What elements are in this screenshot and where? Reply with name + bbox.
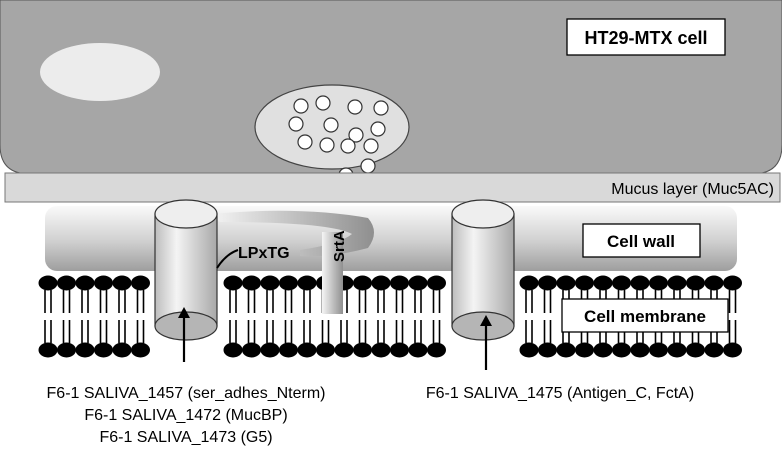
protein-label-1457: F6-1 SALIVA_1457 (ser_adhes_Nterm) — [47, 385, 326, 402]
lipid-head — [371, 275, 391, 291]
lipid-head — [75, 275, 95, 291]
lipid-head — [519, 275, 539, 291]
lipid-head — [316, 342, 335, 358]
lipid-head — [279, 342, 298, 358]
lipid-head — [297, 342, 317, 358]
lipid-head — [131, 342, 150, 358]
lipid-head — [408, 275, 428, 291]
lipid-head — [593, 342, 613, 358]
cell-membrane-label: Cell membrane — [584, 307, 706, 326]
lipid-head — [38, 342, 58, 358]
lipid-head — [649, 275, 668, 291]
lipid-head — [704, 275, 724, 291]
lipid-head — [630, 275, 650, 291]
cell-membrane-label-box — [561, 298, 729, 333]
cell-label: HT29-MTX cell — [584, 28, 707, 48]
lipid-head — [75, 342, 95, 358]
srta-label: SrtA — [331, 230, 348, 262]
lipid-head — [94, 275, 113, 291]
nucleus — [40, 43, 160, 101]
cell-wall-label-box — [582, 223, 701, 258]
lipid-head — [334, 342, 354, 358]
lpxtg-anchor — [216, 249, 239, 269]
cell-label-box — [566, 18, 726, 56]
lipid-head — [723, 275, 742, 291]
protein-annotations-right: F6-1 SALIVA_1475 (Antigen_C, FctA) — [426, 385, 694, 402]
lipid-head — [353, 275, 372, 291]
lipid-head — [649, 342, 668, 358]
lipid-head — [556, 342, 576, 358]
lipid-head — [223, 342, 243, 358]
lipid-head — [519, 342, 539, 358]
lipid-head — [112, 342, 132, 358]
lipid-head — [371, 342, 391, 358]
lipid-head — [131, 275, 150, 291]
sortase-a: SrtA — [210, 210, 374, 314]
cell-wall: Cell wall — [45, 206, 737, 271]
lipid-head — [260, 342, 280, 358]
lipid-head — [112, 275, 132, 291]
lipid-head — [297, 275, 317, 291]
lipid-head — [667, 342, 687, 358]
lipid-head — [538, 275, 557, 291]
mucus-layer: Mucus layer (Muc5AC) — [4, 172, 781, 203]
lipid-head — [667, 275, 687, 291]
protein-label-1475: F6-1 SALIVA_1475 (Antigen_C, FctA) — [426, 385, 694, 402]
arrow-left-head — [178, 307, 190, 318]
lipid-head — [538, 342, 557, 358]
cell-wall-label: Cell wall — [607, 232, 675, 251]
lipid-head — [427, 275, 446, 291]
lipid-head — [427, 342, 446, 358]
lipid-head — [57, 342, 76, 358]
lipid-head — [612, 275, 631, 291]
lipid-head — [723, 342, 742, 358]
protein-label-1473: F6-1 SALIVA_1473 (G5) — [99, 429, 272, 446]
lipid-head — [390, 342, 409, 358]
lipid-head — [704, 342, 724, 358]
surface-protein-left: LPxTG — [154, 199, 290, 362]
lipid-head — [556, 275, 576, 291]
protein-label-1472: F6-1 SALIVA_1472 (MucBP) — [84, 407, 287, 424]
lipid-head — [242, 275, 261, 291]
lipid-head — [242, 342, 261, 358]
lipid-head — [353, 342, 372, 358]
lipid-head — [94, 342, 113, 358]
mucin-granules — [288, 95, 389, 198]
surface-protein-right — [451, 199, 515, 370]
cell-membrane-bilayer — [38, 275, 742, 358]
lipid-head — [686, 342, 705, 358]
arrow-right-head — [480, 315, 492, 326]
lipid-head — [260, 275, 280, 291]
host-cell: HT29-MTX cell — [0, 0, 782, 198]
protein-annotations-left: F6-1 SALIVA_1457 (ser_adhes_Nterm) F6-1 … — [47, 385, 326, 446]
mucus-label: Mucus layer (Muc5AC) — [611, 181, 774, 198]
lipid-head — [223, 275, 243, 291]
lipid-head — [612, 342, 631, 358]
lipid-head — [575, 275, 594, 291]
lipid-head — [57, 275, 76, 291]
lipid-head — [390, 275, 409, 291]
lpxtg-label: LPxTG — [238, 245, 290, 262]
lipid-head — [593, 275, 613, 291]
lipid-head — [575, 342, 594, 358]
lipid-head — [686, 275, 705, 291]
lipid-head — [408, 342, 428, 358]
lipid-head — [279, 275, 298, 291]
lipid-head — [630, 342, 650, 358]
cell-membrane-label-group: Cell membrane — [561, 298, 729, 333]
lipid-head — [38, 275, 58, 291]
